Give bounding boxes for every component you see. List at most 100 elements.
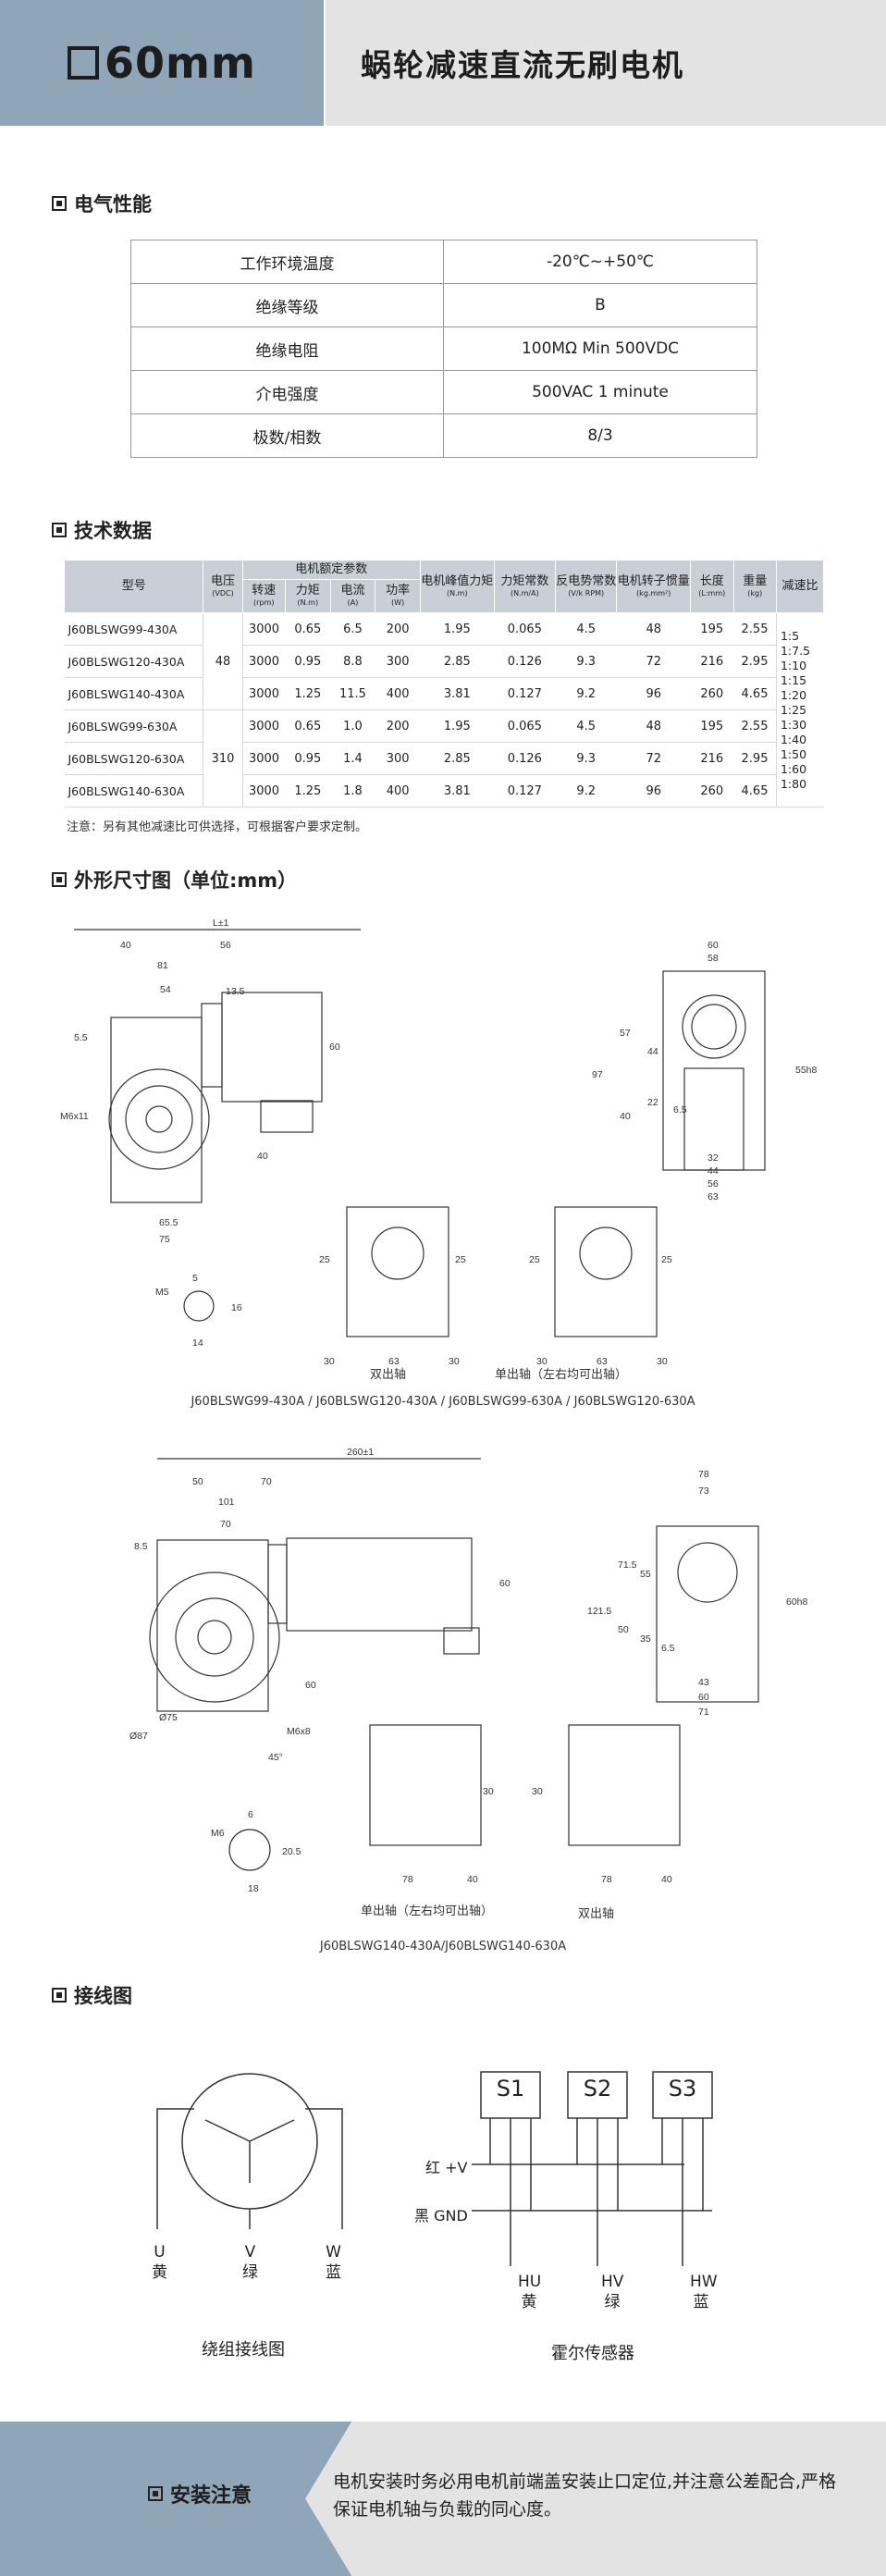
dim-label: 40 xyxy=(661,1874,672,1885)
table-cell: 8.8 xyxy=(330,645,375,678)
table-cell: 9.2 xyxy=(555,774,617,807)
section-tech-title: 技术数据 xyxy=(74,520,152,542)
col-weight: 重量(kg) xyxy=(732,560,777,613)
dim-label: 73 xyxy=(698,1485,709,1497)
table-cell: 2.55 xyxy=(733,612,777,646)
dim-label: 63 xyxy=(597,1356,608,1367)
gear-circle xyxy=(175,1597,254,1677)
gearbox-front xyxy=(662,970,766,1171)
dim-label: 60 xyxy=(708,940,719,951)
table-cell: 9.3 xyxy=(555,742,617,775)
ratio-item: 1:80 xyxy=(780,776,807,791)
col-ke-unit: (V/k RPM) xyxy=(568,588,605,598)
shaft-hole xyxy=(145,1105,173,1133)
dim-label: 60 xyxy=(698,1692,709,1703)
dim-label: 6.5 xyxy=(673,1104,687,1115)
gear-circle xyxy=(108,1068,210,1170)
dim-label: 30 xyxy=(536,1356,548,1367)
section-electrical-title: 电气性能 xyxy=(74,193,152,216)
gearbox-bottom-view xyxy=(554,1206,658,1337)
table-cell: 200 xyxy=(375,612,421,646)
col-voltage: 电压(VDC) xyxy=(203,560,243,613)
motor-body xyxy=(221,992,323,1103)
flange xyxy=(201,1003,223,1088)
dim-label: 44 xyxy=(647,1046,658,1057)
col-weight-unit: (kg) xyxy=(747,588,763,598)
tech-table: 型号 电压(VDC) 电机额定参数 电机峰值力矩(N.m) 力矩常数(N.m/A… xyxy=(63,560,825,807)
dim-label: 25 xyxy=(661,1254,672,1265)
hall-diagram xyxy=(472,2071,713,2266)
lead-u-color: 黄 xyxy=(152,2263,167,2282)
gearbox-fins xyxy=(683,1067,744,1171)
dim-label: 20.5 xyxy=(282,1846,301,1857)
table-cell: 0.65 xyxy=(285,709,331,743)
table-cell: 2.95 xyxy=(733,742,777,775)
gearbox-outline xyxy=(110,1017,203,1203)
winding-leads xyxy=(156,2108,343,2229)
dim-label: 25 xyxy=(319,1254,330,1265)
dim-label: 30 xyxy=(532,1786,543,1797)
dim-label: 44 xyxy=(708,1165,719,1177)
table-cell: 0.95 xyxy=(285,742,331,775)
col-peak: 电机峰值力矩(N.m) xyxy=(419,560,495,613)
dim-label: 81 xyxy=(157,960,168,971)
footer-title: 安装注意 xyxy=(148,2479,252,2508)
ratio-item: 1:10 xyxy=(780,658,807,672)
table-cell: 绝缘电阻 xyxy=(130,327,444,371)
dim-label: 5.5 xyxy=(74,1032,88,1043)
dim-label: 50 xyxy=(192,1476,203,1487)
table-cell: 260 xyxy=(690,774,734,807)
col-length: 长度(L:mm) xyxy=(690,560,734,613)
ratio-item: 1:25 xyxy=(780,702,807,717)
footer-title-label: 安装注意 xyxy=(170,2484,252,2508)
table-cell: 绝缘等级 xyxy=(130,283,444,327)
table-cell: 2.55 xyxy=(733,709,777,743)
gear-circle xyxy=(125,1085,193,1153)
col-power: 功率(W) xyxy=(375,579,421,613)
connector xyxy=(260,1100,314,1133)
table-cell: 工作环境温度 xyxy=(130,240,444,284)
dim-label: 43 xyxy=(698,1677,709,1688)
table-cell: 6.5 xyxy=(330,612,375,646)
col-length-unit: (L:mm) xyxy=(698,588,726,598)
gearbox-bottom-view xyxy=(369,1724,482,1846)
dim-label: L±1 xyxy=(213,918,229,929)
col-weight-label: 重量 xyxy=(743,573,768,588)
dim-label: 22 xyxy=(647,1097,658,1108)
table-cell: 2.85 xyxy=(420,645,495,678)
table-cell: 1.4 xyxy=(330,742,375,775)
dim-label: 16 xyxy=(231,1302,242,1313)
dim-label: 78 xyxy=(402,1874,413,1885)
table-cell: 300 xyxy=(375,742,421,775)
col-ke: 反电势常数(V/k RPM) xyxy=(555,560,618,613)
col-inertia: 电机转子惯量(kg.mm²) xyxy=(616,560,692,613)
hall-caption: 霍尔传感器 xyxy=(551,2344,634,2363)
gearbox-bottom-view xyxy=(346,1206,449,1337)
header-size-label: 60mm xyxy=(105,38,256,88)
connector xyxy=(443,1627,480,1655)
table-cell: J60BLSWG99-630A xyxy=(64,709,203,743)
table-cell: 96 xyxy=(616,677,691,710)
install-note: 电机安装时务必用电机前端盖安装止口定位,并注意公差配合,严格保证电机轴与负载的同… xyxy=(333,2471,837,2520)
section-electrical: 电气性能 xyxy=(52,190,152,217)
table-cell: 0.127 xyxy=(494,774,556,807)
table-cell: 3000 xyxy=(241,709,286,743)
table-cell: 3000 xyxy=(241,645,286,678)
signal-leads xyxy=(510,2118,683,2266)
dim-label: 57 xyxy=(620,1028,631,1039)
header-size: 60mm xyxy=(0,0,324,126)
gearbox-outline xyxy=(156,1539,269,1712)
dim-label: 78 xyxy=(601,1874,612,1885)
hall-hu-color: 黄 xyxy=(521,2293,537,2311)
table-cell: 3000 xyxy=(241,742,286,775)
table-cell: -20℃~+50℃ xyxy=(443,240,757,284)
col-current-label: 电流 xyxy=(340,584,365,598)
dim-label: 6 xyxy=(248,1809,253,1820)
table-cell: 0.126 xyxy=(494,645,556,678)
output-bore xyxy=(691,1004,737,1050)
drawing2-double-shaft: 双出轴 xyxy=(578,1907,615,1921)
table-cell: 8/3 xyxy=(443,413,757,458)
